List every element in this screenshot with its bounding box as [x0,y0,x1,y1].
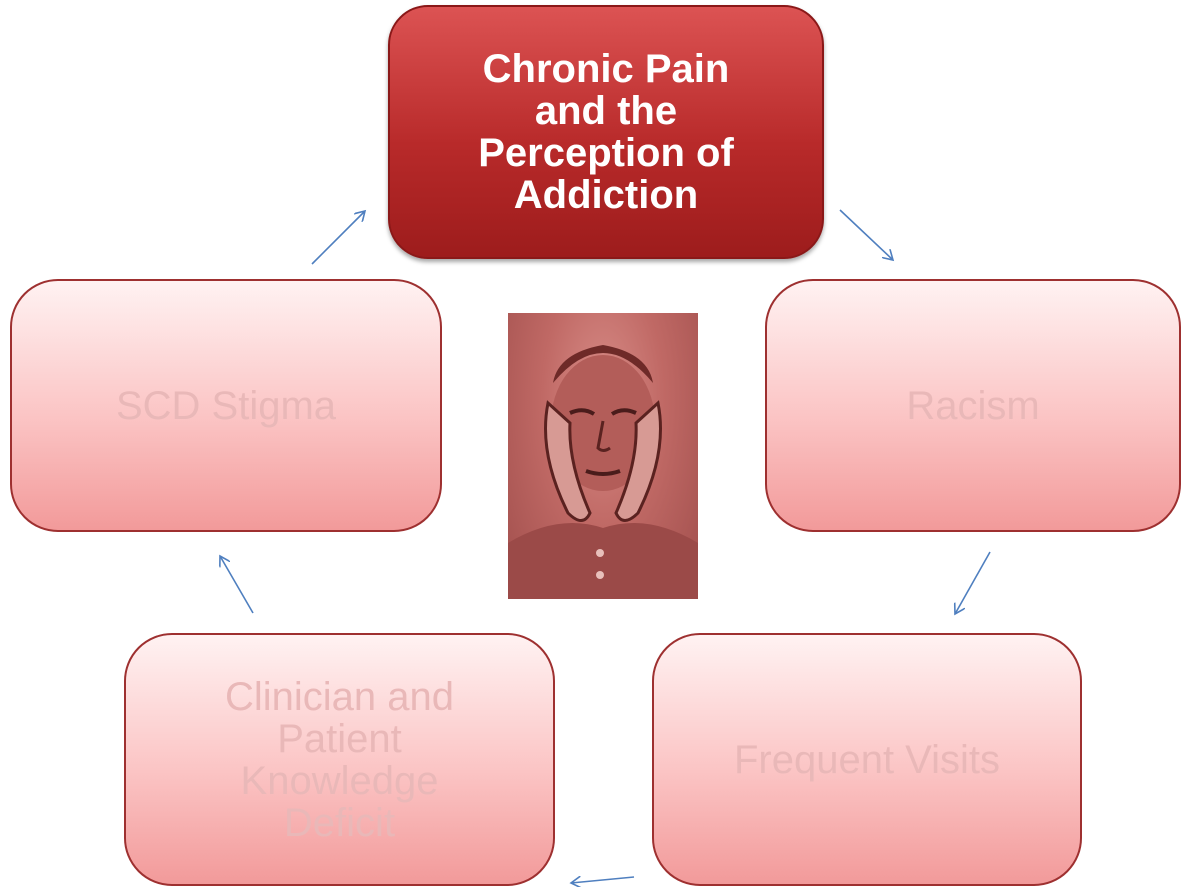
person-photo-illustration [508,313,698,599]
node-frequent-visits-label: Frequent Visits [734,739,1000,781]
arrow-main-to-racism [840,210,893,260]
main-node: Chronic Pain and the Perception of Addic… [388,5,824,259]
node-scd-stigma: SCD Stigma [10,279,442,532]
arrow-visits-to-deficit [571,877,634,883]
node-scd-stigma-label: SCD Stigma [116,385,336,427]
arrow-racism-to-visits [955,552,990,614]
node-knowledge-deficit-label: Clinician and Patient Knowledge Deficit [190,676,490,844]
node-frequent-visits: Frequent Visits [652,633,1082,886]
main-node-label: Chronic Pain and the Perception of Addic… [456,48,756,216]
node-knowledge-deficit: Clinician and Patient Knowledge Deficit [124,633,555,886]
node-racism-label: Racism [906,385,1039,427]
arrow-stigma-to-main [312,211,365,264]
arrow-deficit-to-stigma [220,556,253,613]
node-racism: Racism [765,279,1181,532]
center-photo [508,313,698,599]
